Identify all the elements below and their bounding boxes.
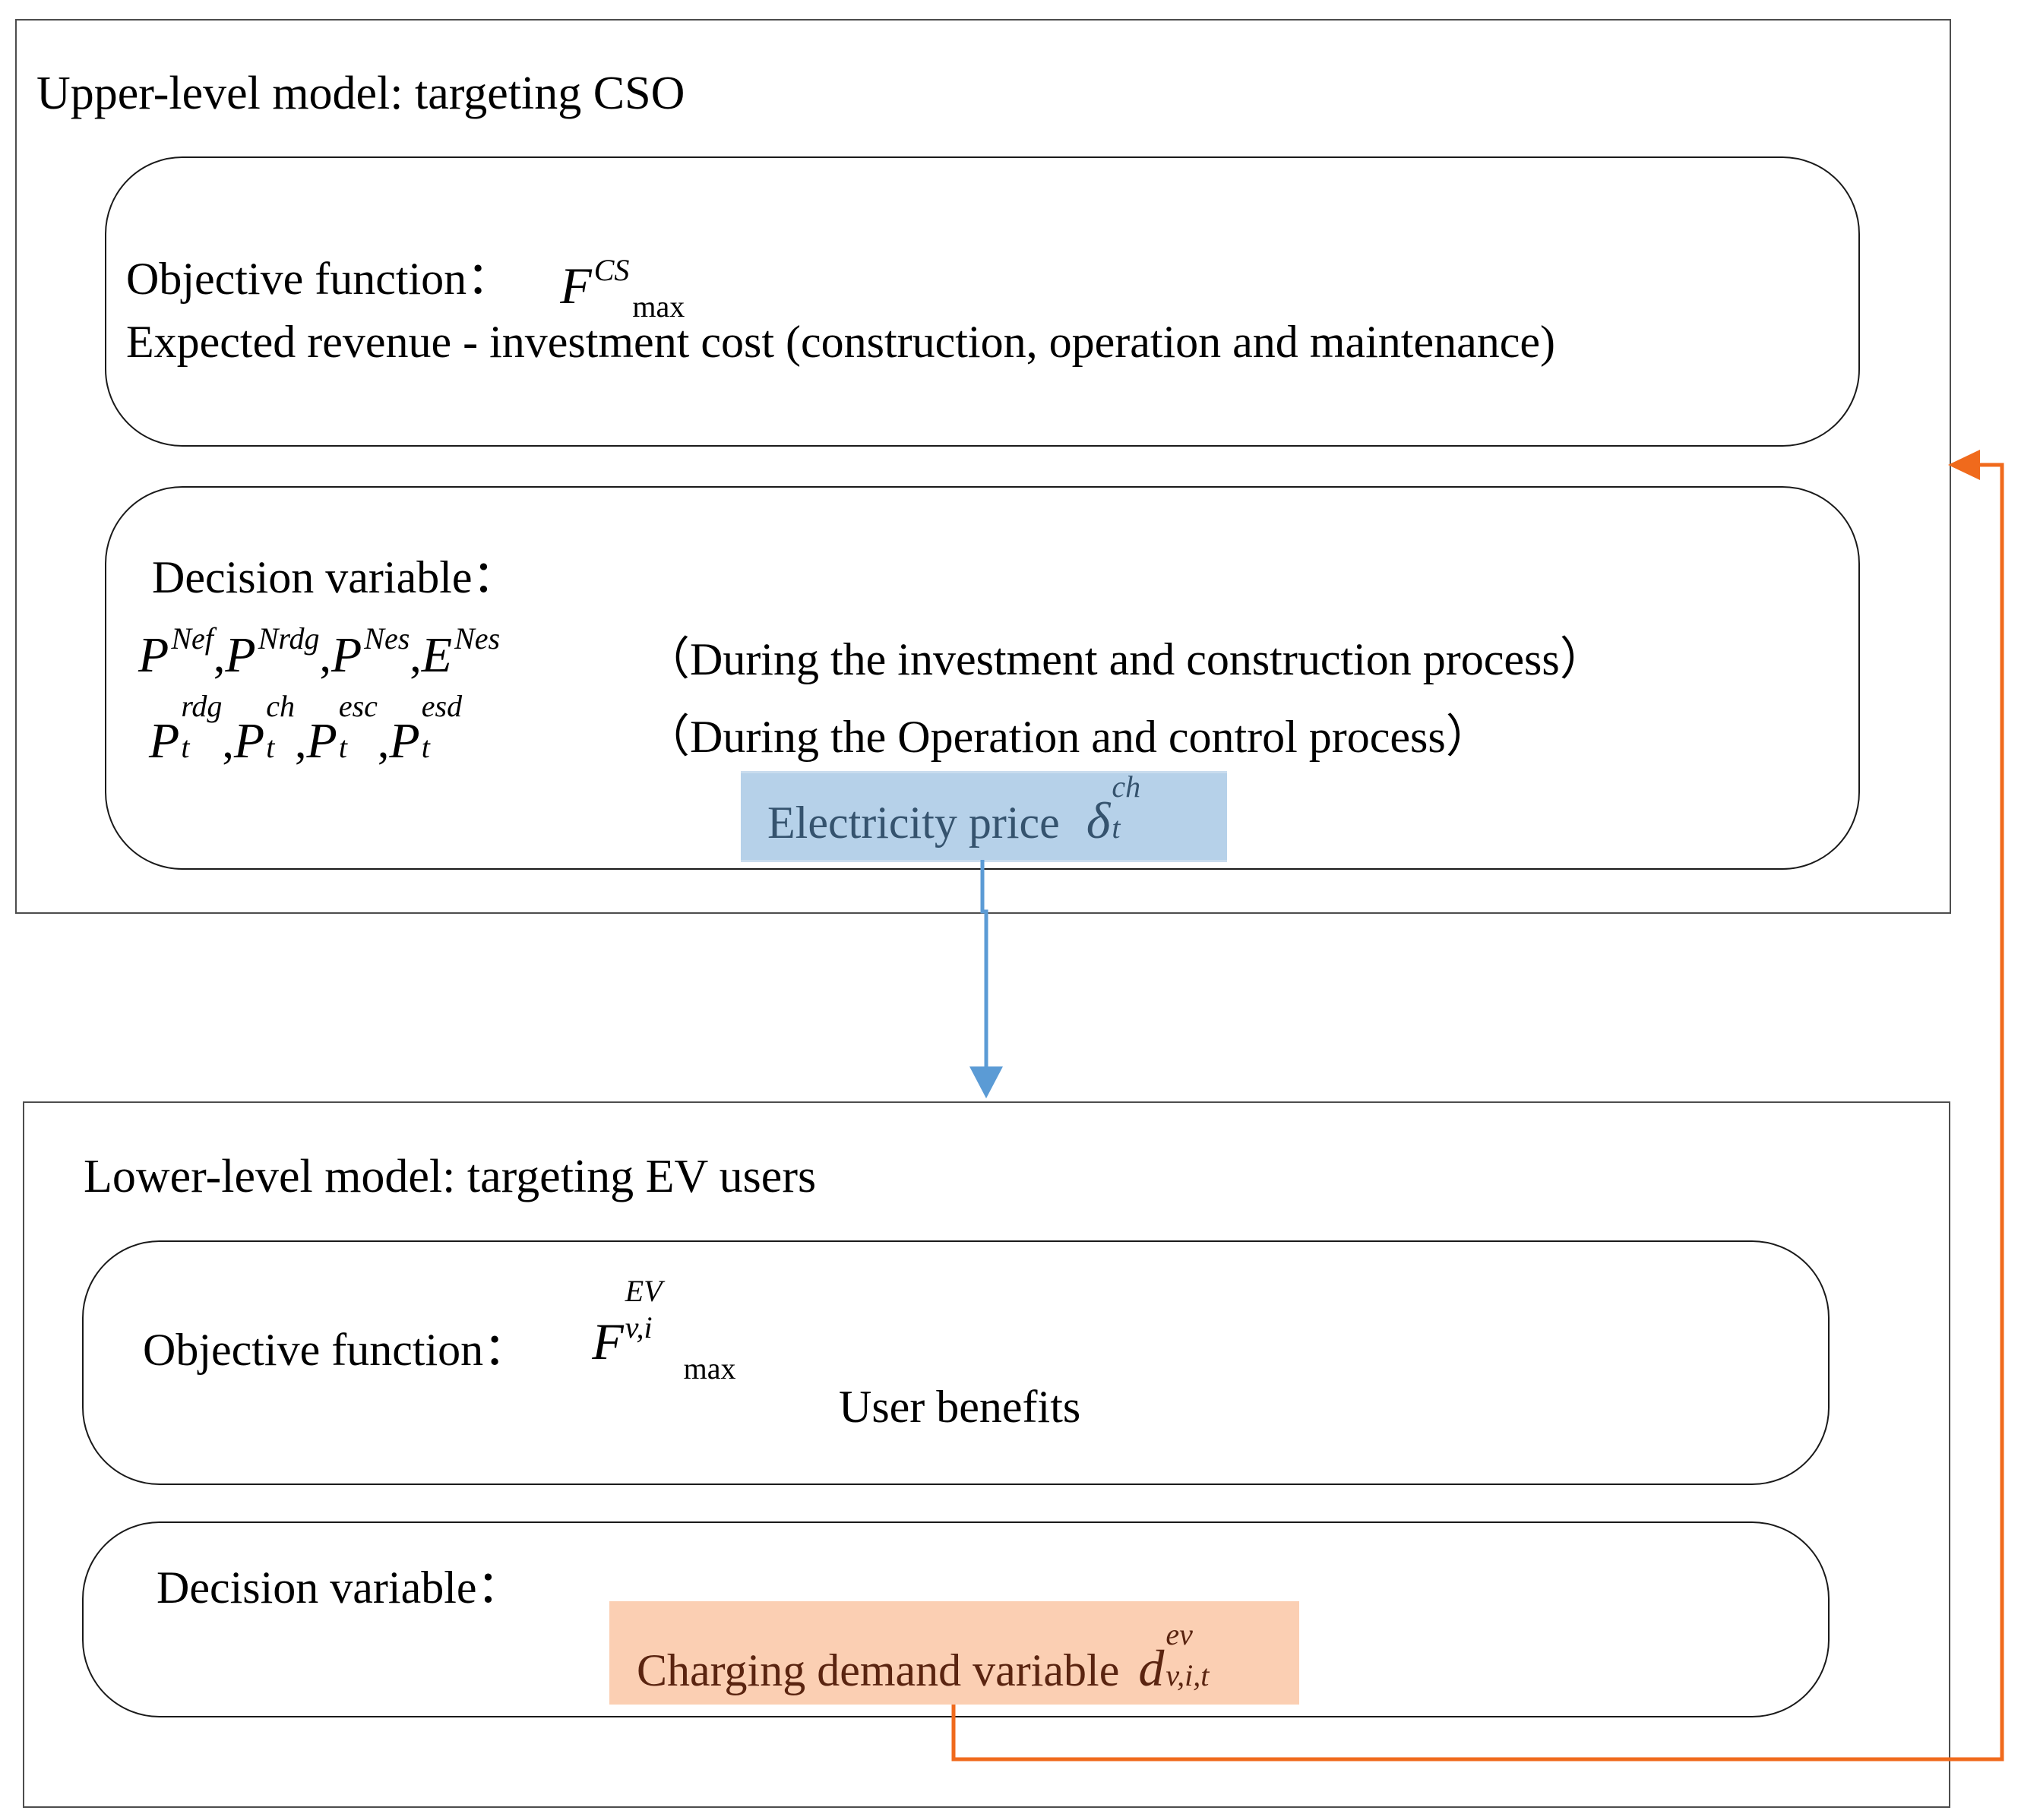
upper-objective-sup: CS bbox=[593, 253, 630, 287]
electricity-price-sub: t bbox=[1112, 810, 1121, 845]
charging-demand-box bbox=[609, 1601, 1299, 1705]
lower-level-panel bbox=[23, 1101, 1950, 1808]
var-p-esc-sub: t bbox=[338, 730, 347, 764]
electricity-price-sup: ch bbox=[1112, 769, 1141, 804]
var-p-nrdg-sup: Nrdg bbox=[258, 621, 320, 656]
upper-objective-description: Expected revenue - investment cost (cons… bbox=[126, 317, 1555, 367]
var-p-esd-sup: esd bbox=[421, 689, 463, 723]
upper-decision-label: Decision variable： bbox=[152, 552, 518, 602]
demand-to-upper-arrowhead bbox=[1948, 450, 1980, 480]
lower-objective-label: Objective function： bbox=[143, 1325, 530, 1375]
demand-to-upper-connector bbox=[951, 463, 2004, 1762]
lower-objective-description: User benefits bbox=[839, 1382, 1081, 1432]
operation-note: （During the Operation and control proces… bbox=[644, 712, 1491, 762]
var-p-nrdg-symbol: P bbox=[225, 627, 256, 683]
var-p-esc-symbol: P bbox=[306, 713, 337, 769]
lower-objective-max: max bbox=[683, 1351, 736, 1386]
charging-demand-symbol: d bbox=[1138, 1639, 1165, 1697]
lower-decision-label: Decision variable： bbox=[157, 1562, 523, 1613]
lower-level-title: Lower-level model: targeting EV users bbox=[84, 1151, 817, 1202]
lower-objective-sup: EV bbox=[625, 1274, 663, 1308]
lower-objective-symbol: F bbox=[592, 1313, 624, 1370]
var-p-ch-symbol: P bbox=[233, 713, 265, 769]
upper-objective-label: Objective function： bbox=[126, 254, 513, 304]
var-e-nes-sup: Nes bbox=[454, 621, 501, 656]
electricity-price-label: Electricity price bbox=[767, 798, 1060, 848]
var-p-nes-sup: Nes bbox=[364, 621, 410, 656]
upper-objective-symbol: F bbox=[560, 257, 592, 314]
var-p-rdg-sub: t bbox=[181, 730, 190, 764]
investment-note: （During the investment and construction … bbox=[644, 634, 1605, 684]
charging-demand-sub: v,i,t bbox=[1165, 1658, 1210, 1692]
charging-demand-sup: ev bbox=[1165, 1617, 1193, 1651]
price-to-lower-arrowhead bbox=[969, 1066, 1003, 1098]
var-p-esc-sup: esc bbox=[338, 689, 378, 723]
price-to-lower-connector bbox=[980, 860, 988, 1070]
electricity-price-box bbox=[741, 771, 1227, 862]
electricity-price-symbol: δ bbox=[1086, 792, 1111, 849]
var-p-esd-sub: t bbox=[421, 730, 430, 764]
var-p-nef-sup: Nef bbox=[171, 621, 213, 656]
lower-objective-sub: v,i bbox=[625, 1310, 653, 1344]
lower-objective-box bbox=[82, 1240, 1830, 1485]
investment-variables-line: PNef,PNrdg,PNes,ENes bbox=[138, 621, 501, 683]
var-p-ch-sup: ch bbox=[266, 689, 296, 723]
upper-objective-line: Objective function： FCSmax bbox=[126, 251, 685, 322]
var-p-nef-symbol: P bbox=[138, 627, 169, 683]
var-p-ch-sub: t bbox=[266, 730, 275, 764]
var-p-rdg-symbol: P bbox=[149, 713, 180, 769]
var-e-nes-symbol: E bbox=[421, 627, 453, 683]
var-p-esd-symbol: P bbox=[389, 713, 420, 769]
var-p-rdg-sup: rdg bbox=[181, 689, 223, 723]
var-p-nes-symbol: P bbox=[331, 627, 362, 683]
upper-level-title: Upper-level model: targeting CSO bbox=[36, 68, 685, 119]
charging-demand-label: Charging demand variable bbox=[637, 1645, 1120, 1695]
upper-objective-max: max bbox=[632, 289, 685, 324]
upper-objective-box bbox=[105, 156, 1860, 447]
